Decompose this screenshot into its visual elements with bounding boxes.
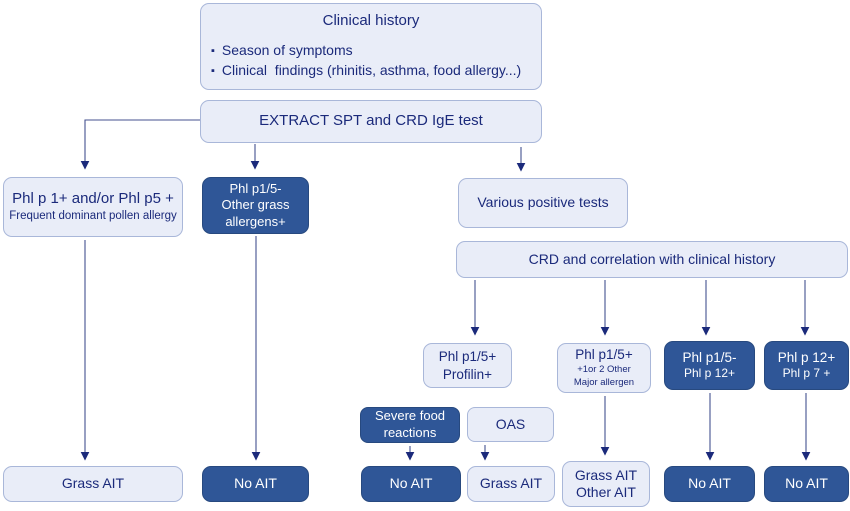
- severe-food-line2: reactions: [383, 425, 437, 440]
- node-profilin: Phl p1/5+ Profilin+: [423, 343, 512, 388]
- extract-test-label: EXTRACT SPT and CRD IgE test: [259, 112, 483, 130]
- bullet-item: Clinical findings (rhinitis, asthma, foo…: [211, 61, 535, 81]
- node-various-positive: Various positive tests: [458, 178, 628, 228]
- outcome-label: No AIT: [688, 475, 731, 492]
- other-major-line2: +1or 2 Other: [577, 363, 631, 375]
- outcome-label: No AIT: [785, 475, 828, 492]
- outcome-grass-ait-2: Grass AIT: [467, 466, 555, 502]
- oas-label: OAS: [495, 415, 526, 432]
- severe-food-line1: Severe food: [374, 408, 446, 424]
- outcome-label: Grass AIT: [61, 475, 125, 492]
- arrow-extract-to-phl-dominant: [80, 119, 200, 170]
- bullet-item: Season of symptoms: [211, 41, 535, 61]
- p12pos-p7pos-line1: Phl p 12+: [777, 349, 836, 365]
- other-major-line3: Major allergen: [573, 376, 635, 388]
- outcome-no-ait-3: No AIT: [664, 466, 755, 502]
- node-oas: OAS: [467, 407, 554, 442]
- node-clinical-history: Clinical history Season of symptoms Clin…: [200, 3, 542, 90]
- outcome-no-ait-2: No AIT: [361, 466, 461, 502]
- node-p15neg-p12pos: Phl p1/5- Phl p 12+: [664, 341, 755, 390]
- profilin-line2: Profilin+: [442, 366, 493, 382]
- node-extract-test: EXTRACT SPT and CRD IgE test: [200, 100, 542, 143]
- outcome-no-ait-4: No AIT: [764, 466, 849, 502]
- clinical-history-bullets: Season of symptoms Clinical findings (rh…: [201, 41, 541, 81]
- phl-other-grass-line3: allergens+: [225, 213, 286, 229]
- outcome-label: No AIT: [234, 475, 277, 492]
- node-phl-other-grass: Phl p1/5- Other grass allergens+: [202, 177, 309, 234]
- other-major-line1: Phl p1/5+: [575, 347, 633, 363]
- clinical-history-title: Clinical history: [322, 12, 420, 29]
- outcome-label: Grass AIT: [479, 475, 543, 492]
- p15neg-p12pos-line2: Phl p 12+: [683, 366, 736, 381]
- p15neg-p12pos-line1: Phl p1/5-: [682, 349, 737, 365]
- various-positive-label: Various positive tests: [477, 194, 609, 211]
- node-phl-dominant: Phl p 1+ and/or Phl p5 + Frequent domina…: [3, 177, 183, 237]
- node-severe-food: Severe food reactions: [360, 407, 460, 443]
- node-p12pos-p7pos: Phl p 12+ Phl p 7 +: [764, 341, 849, 390]
- p12pos-p7pos-line2: Phl p 7 +: [782, 366, 831, 381]
- outcome-no-ait-1: No AIT: [202, 466, 309, 502]
- node-crd-correlation: CRD and correlation with clinical histor…: [456, 241, 848, 278]
- outcome-label-line1: Grass AIT: [574, 466, 638, 483]
- outcome-grass-other-ait: Grass AIT Other AIT: [562, 461, 650, 507]
- phl-other-grass-line1: Phl p1/5-: [229, 180, 282, 196]
- phl-other-grass-line2: Other grass: [221, 197, 290, 213]
- outcome-grass-ait-1: Grass AIT: [3, 466, 183, 502]
- outcome-label: No AIT: [389, 475, 433, 492]
- profilin-line1: Phl p1/5+: [438, 348, 497, 364]
- phl-dominant-line1: Phl p 1+ and/or Phl p5 +: [12, 190, 174, 208]
- crd-correlation-label: CRD and correlation with clinical histor…: [528, 250, 776, 267]
- phl-dominant-line2: Frequent dominant pollen allergy: [9, 210, 177, 223]
- node-other-major: Phl p1/5+ +1or 2 Other Major allergen: [557, 343, 651, 393]
- outcome-label-line2: Other AIT: [576, 484, 636, 500]
